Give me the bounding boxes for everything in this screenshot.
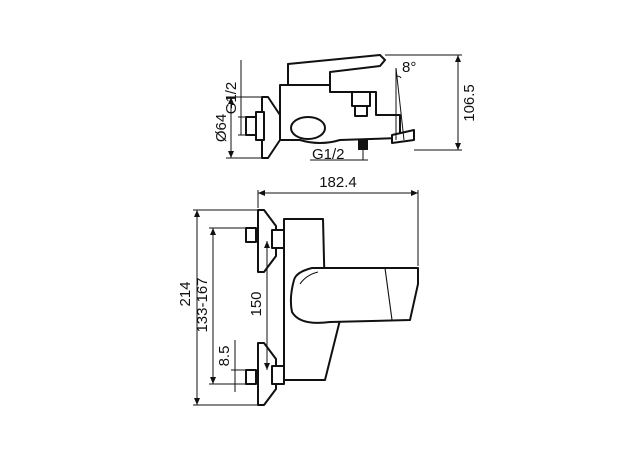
side-inlet-nut xyxy=(255,111,265,141)
side-diverter-cap xyxy=(354,105,368,117)
front-view xyxy=(193,190,419,406)
front-lever-groove xyxy=(384,267,393,321)
side-shower-thread xyxy=(358,140,368,150)
front-lever-highlight xyxy=(299,271,319,285)
front-lower-stub xyxy=(245,369,257,385)
dim-height-214: 214 xyxy=(177,281,194,306)
dim-diameter-64: Ø64 xyxy=(213,114,230,142)
side-diverter-knob xyxy=(351,91,371,107)
front-lower-nut xyxy=(271,365,285,385)
side-oval-window xyxy=(290,116,326,140)
dim-width-182-4: 182.4 xyxy=(319,174,357,191)
dim-height-106-5: 106.5 xyxy=(461,84,478,122)
dim-angle-8: 8° xyxy=(402,59,416,76)
dim-g12-top: G1/2 xyxy=(223,82,240,115)
dim-range-133-167: 133-167 xyxy=(194,277,211,332)
side-lever-handle xyxy=(287,54,386,86)
dim-centre-150: 150 xyxy=(248,291,265,316)
dim-offset-8-5: 8.5 xyxy=(216,346,233,367)
side-spout-outlet xyxy=(391,129,415,144)
dim-g12-bottom: G1/2 xyxy=(312,146,345,163)
front-upper-stub xyxy=(245,227,257,243)
side-view xyxy=(226,54,462,161)
side-inlet-stub xyxy=(245,116,257,136)
front-upper-nut xyxy=(271,229,285,249)
front-lever-handle xyxy=(289,267,419,324)
